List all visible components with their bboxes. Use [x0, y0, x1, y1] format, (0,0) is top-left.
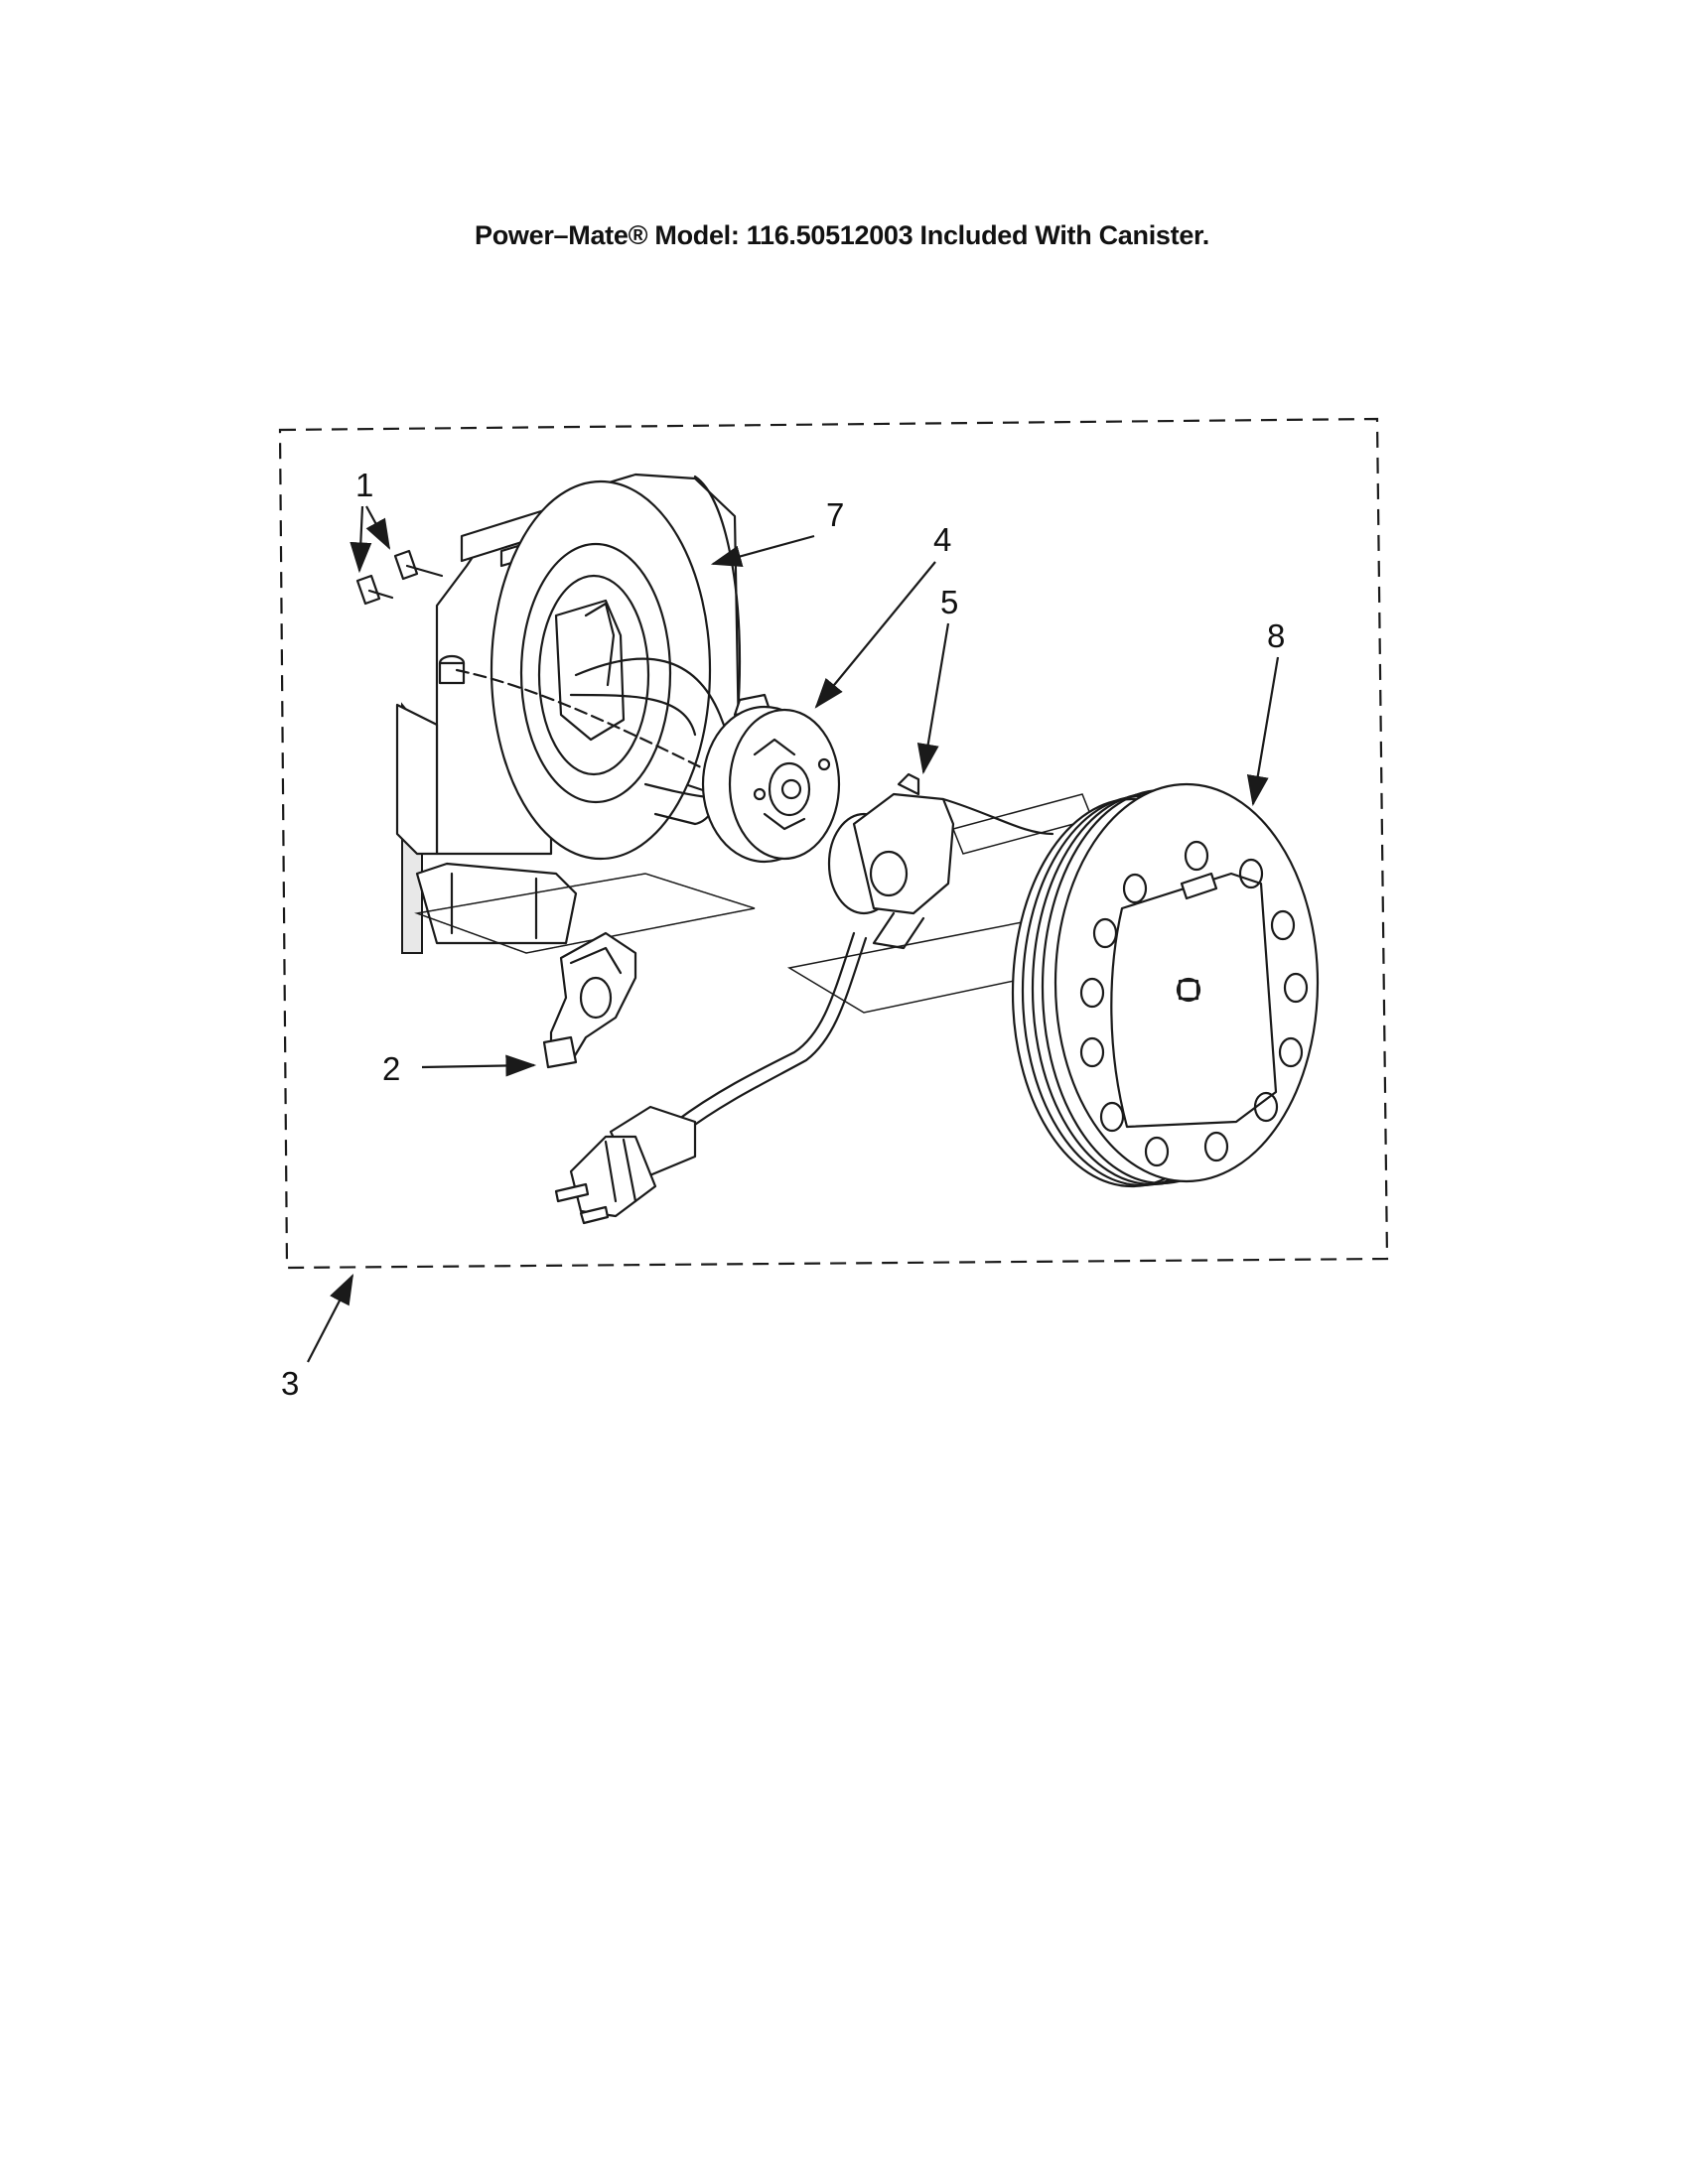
svg-text:4: 4	[933, 521, 951, 558]
callout-2: 2	[382, 1050, 537, 1087]
assembly-boundary	[278, 417, 1389, 1270]
callout-8: 8	[1246, 617, 1285, 807]
svg-text:1: 1	[355, 467, 373, 503]
svg-text:5: 5	[940, 584, 958, 620]
callout-4: 4	[814, 521, 951, 709]
reel-housing-part	[395, 473, 756, 954]
callout-5: 5	[916, 584, 958, 775]
callout-1: 1	[350, 467, 391, 574]
svg-text:2: 2	[382, 1050, 400, 1087]
reel-vent-holes	[1079, 840, 1309, 1167]
screw-part	[355, 549, 444, 606]
callout-7: 7	[710, 496, 844, 568]
pedal-part	[542, 931, 637, 1069]
callout-3: 3	[281, 1274, 354, 1402]
page-title: Power–Mate® Model: 116.50512003 Included…	[475, 220, 1209, 250]
svg-text:7: 7	[826, 496, 844, 533]
svg-text:8: 8	[1267, 617, 1285, 654]
cord-reel-part	[1011, 782, 1320, 1188]
svg-text:3: 3	[281, 1365, 299, 1402]
brush-holder-part	[786, 772, 1125, 1014]
power-cord-part	[554, 931, 868, 1225]
contact-plate-part	[701, 693, 841, 864]
